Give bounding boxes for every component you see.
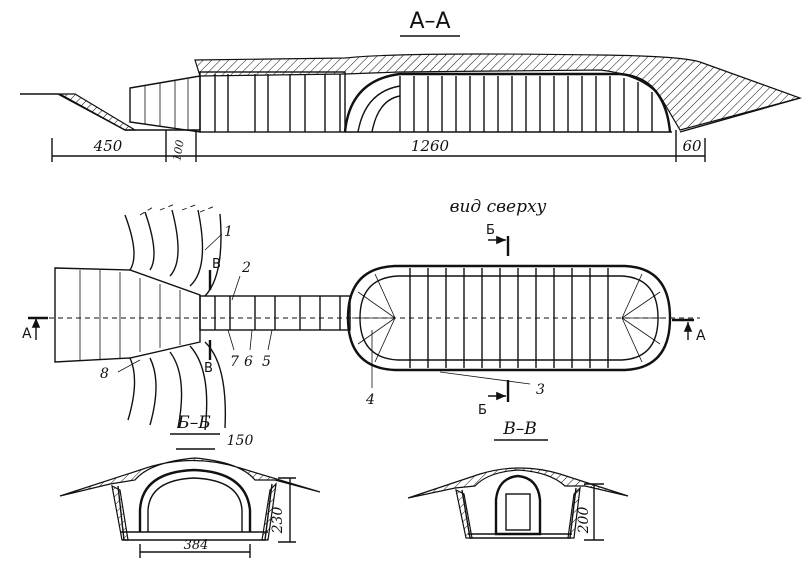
section-mark-a-right: А <box>672 318 706 344</box>
main-vault-outline <box>343 72 672 133</box>
callout-3: 3 <box>439 371 545 398</box>
dim-gap: 100 <box>170 139 186 162</box>
section-aa: А–А <box>20 9 803 162</box>
corridor-body <box>199 71 346 133</box>
callout-2: 2 <box>231 260 251 301</box>
section-mark-b-bottom: Б <box>478 380 510 418</box>
svg-text:3: 3 <box>536 382 545 398</box>
vv-door-frame <box>494 474 542 536</box>
callout-4: 4 <box>365 330 375 408</box>
section-mark-b-top: Б <box>486 223 510 256</box>
svg-text:8: 8 <box>100 366 109 382</box>
entrance-plan <box>54 267 201 363</box>
section-vv: В–В 200 <box>407 419 629 541</box>
svg-text:1: 1 <box>224 224 233 240</box>
main-chamber-plan <box>346 264 672 372</box>
upper-wing <box>124 209 222 297</box>
svg-text:В: В <box>204 361 213 376</box>
svg-text:2: 2 <box>241 260 251 276</box>
top-view: вид сверху А А <box>22 197 706 431</box>
svg-text:4: 4 <box>365 392 375 408</box>
svg-text:В: В <box>212 257 221 272</box>
chamber-end-radial-left <box>352 273 396 363</box>
svg-text:А: А <box>22 326 32 342</box>
entrance-ribs <box>144 79 189 130</box>
svg-text:А: А <box>696 328 706 344</box>
dimension-line-aa: 450 100 1260 60 <box>51 130 706 162</box>
svg-text:Б: Б <box>478 403 487 418</box>
chamber-ribs <box>409 268 609 368</box>
section-aa-title: А–А <box>409 9 450 34</box>
dim-end: 60 <box>682 137 702 155</box>
dim-bb-height: 230 <box>270 507 286 535</box>
entrance-funnel <box>129 75 201 133</box>
callout-7: 7 <box>227 329 239 370</box>
lower-wing <box>127 341 227 431</box>
dim-vv-height: 200 <box>576 507 592 535</box>
corridor-frames <box>214 74 341 132</box>
chamber-end-radial-right <box>621 273 666 363</box>
callout-1: 1 <box>204 224 233 251</box>
section-vv-title: В–В <box>502 419 537 439</box>
soil-slope-left <box>57 93 138 131</box>
svg-text:6: 6 <box>244 354 253 370</box>
dim-entrance-length: 450 <box>93 137 123 155</box>
dim-main-length: 1260 <box>411 137 450 155</box>
vv-door <box>505 493 531 531</box>
section-mark-v-top: В <box>208 257 221 290</box>
dim-bb-top: 150 <box>227 433 254 449</box>
bb-arch <box>138 468 252 532</box>
top-view-title: вид сверху <box>450 197 547 217</box>
svg-text:Б: Б <box>486 223 495 238</box>
callout-5: 5 <box>262 329 273 370</box>
dim-bb-width: 384 <box>184 538 209 553</box>
main-vault-ribs <box>399 76 653 132</box>
vv-earth <box>407 467 629 499</box>
section-bb-title: Б–Б <box>176 413 211 433</box>
svg-text:5: 5 <box>262 354 271 370</box>
svg-text:7: 7 <box>230 354 239 370</box>
section-mark-v-bottom: В <box>204 340 213 376</box>
bb-earth <box>59 457 321 497</box>
callout-8: 8 <box>100 359 141 382</box>
ground-line-left <box>20 93 200 131</box>
callout-6: 6 <box>244 329 253 370</box>
section-bb: Б–Б 150 230 384 <box>59 413 321 558</box>
section-mark-a-left: А <box>22 316 48 342</box>
